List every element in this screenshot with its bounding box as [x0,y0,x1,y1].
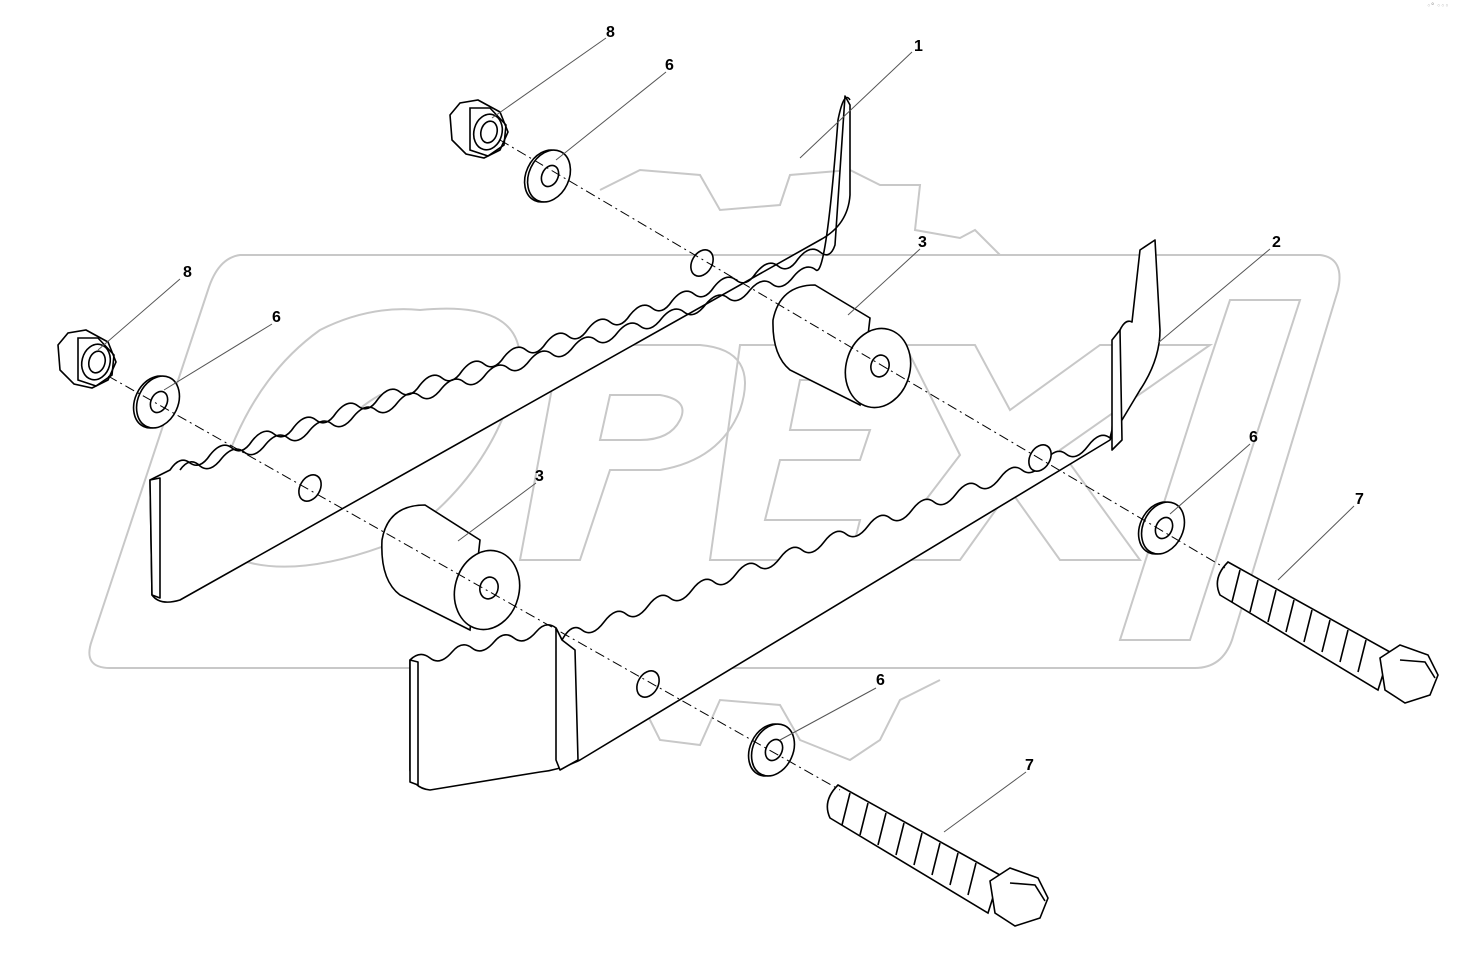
callout-7: 7 [1355,491,1364,508]
callout-8: 8 [606,24,615,41]
center-lines [107,139,1226,791]
part-7-bolt-a [1216,561,1439,704]
part-6-washer-a [523,149,572,203]
part-3-spacer-upper [772,284,912,409]
part-6-washer-d [747,723,796,777]
part-1-toothed-plate [149,95,851,603]
callout-3: 3 [535,468,544,485]
callout-6: 6 [1249,429,1258,446]
callout-2: 2 [1272,234,1281,251]
callout-labels: 8 6 1 8 6 3 2 6 3 7 6 7 [183,24,1364,774]
callout-3: 3 [918,234,927,251]
part-8-nut-b [57,329,117,389]
callout-8: 8 [183,264,192,281]
part-8-nut-a [449,99,509,159]
part-6-washer-c [1137,501,1186,555]
callout-6: 6 [665,57,674,74]
callout-6: 6 [876,672,885,689]
part-3-spacer-lower [381,504,521,632]
callout-1: 1 [914,38,923,55]
callout-6: 6 [272,309,281,326]
callout-7: 7 [1025,757,1034,774]
leader-lines [97,37,1355,833]
corner-mark: ◦° ◦◦◦ [1426,2,1449,10]
part-7-bolt-b [826,784,1049,927]
